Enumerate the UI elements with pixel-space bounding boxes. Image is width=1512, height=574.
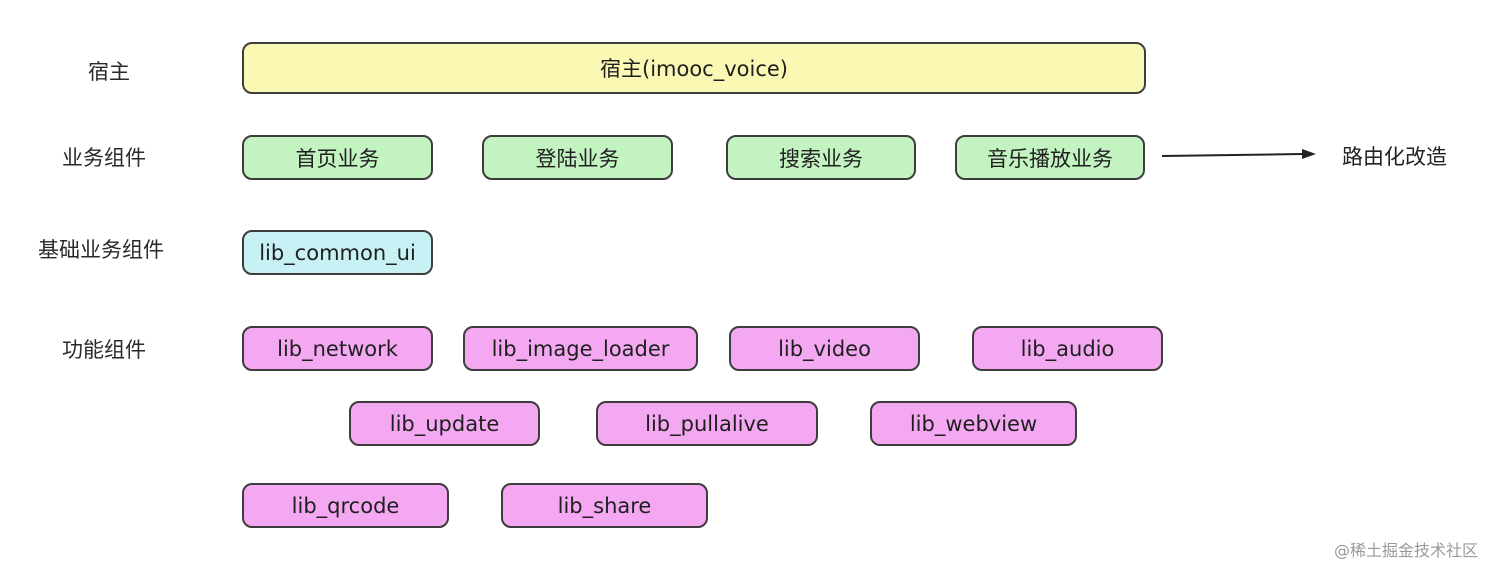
function-box-label: lib_network xyxy=(277,336,398,361)
row-label-base-business: 基础业务组件 xyxy=(38,238,164,262)
function-box-label: lib_qrcode xyxy=(291,493,400,518)
function-box-label: lib_webview xyxy=(909,411,1038,436)
business-box-login: 登陆业务 xyxy=(482,135,673,180)
function-box-label: lib_video xyxy=(778,336,871,361)
host-box-label: 宿主(imooc_voice) xyxy=(600,57,788,81)
function-box-lib-image-loader: lib_image_loader xyxy=(463,326,698,371)
function-box-lib-share: lib_share xyxy=(501,483,708,528)
row-label-function: 功能组件 xyxy=(62,338,146,362)
arrow-right-icon xyxy=(1161,149,1316,159)
business-box-label: 音乐播放业务 xyxy=(987,146,1113,171)
base-box-lib-common-ui: lib_common_ui xyxy=(242,230,433,275)
watermark: @稀土掘金技术社区 xyxy=(1334,541,1479,560)
arrow-target-label: 路由化改造 xyxy=(1342,145,1447,169)
function-box-lib-webview: lib_webview xyxy=(870,401,1077,446)
function-box-lib-audio: lib_audio xyxy=(972,326,1163,371)
business-box-search: 搜索业务 xyxy=(726,135,916,180)
business-box-label: 登陆业务 xyxy=(535,146,620,171)
function-box-label: lib_image_loader xyxy=(491,336,670,361)
business-box-label: 首页业务 xyxy=(295,146,380,171)
base-box-label: lib_common_ui xyxy=(259,240,416,265)
business-box-music-player: 音乐播放业务 xyxy=(955,135,1145,180)
row-label-business: 业务组件 xyxy=(62,146,146,170)
function-box-lib-network: lib_network xyxy=(242,326,433,371)
function-box-lib-qrcode: lib_qrcode xyxy=(242,483,449,528)
function-box-label: lib_pullalive xyxy=(645,411,769,436)
business-box-label: 搜索业务 xyxy=(779,146,863,171)
row-label-host: 宿主 xyxy=(88,60,130,84)
function-box-label: lib_share xyxy=(557,493,652,518)
function-box-lib-video: lib_video xyxy=(729,326,920,371)
function-box-lib-update: lib_update xyxy=(349,401,540,446)
function-box-label: lib_audio xyxy=(1020,336,1115,361)
function-box-label: lib_update xyxy=(389,411,500,436)
business-box-home: 首页业务 xyxy=(242,135,433,180)
function-box-lib-pullalive: lib_pullalive xyxy=(596,401,818,446)
host-box: 宿主(imooc_voice) xyxy=(242,42,1146,94)
